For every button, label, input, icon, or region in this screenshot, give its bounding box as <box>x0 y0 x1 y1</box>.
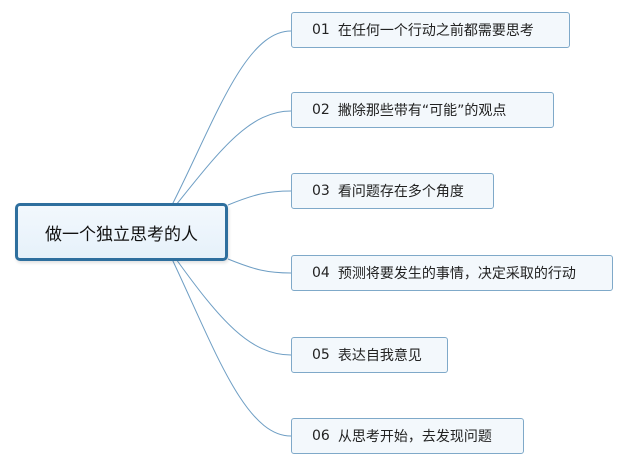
branch-node-03[interactable]: 03 看问题存在多个角度 <box>291 173 494 209</box>
branch-number: 03 <box>312 183 330 199</box>
central-topic-node[interactable]: 做一个独立思考的人 <box>15 203 228 261</box>
connector-01 <box>171 30 292 206</box>
branch-node-04[interactable]: 04 预测将要发生的事情，决定采取的行动 <box>291 255 613 291</box>
central-topic-label: 做一个独立思考的人 <box>45 224 198 245</box>
branch-number: 06 <box>312 428 330 444</box>
branch-node-05[interactable]: 05 表达自我意见 <box>291 337 448 373</box>
connector-03 <box>227 190 292 206</box>
branch-label: 看问题存在多个角度 <box>337 184 464 200</box>
branch-number: 01 <box>312 22 330 38</box>
branch-number: 05 <box>312 347 330 363</box>
branch-label: 撇除那些带有“可能”的观点 <box>337 103 507 119</box>
connector-04 <box>227 258 292 274</box>
connector-06 <box>171 258 292 437</box>
branch-label: 表达自我意见 <box>337 348 422 364</box>
branch-node-01[interactable]: 01 在任何一个行动之前都需要思考 <box>291 12 570 48</box>
branch-label: 预测将要发生的事情，决定采取的行动 <box>337 266 576 282</box>
connector-02 <box>175 110 292 206</box>
branch-number: 04 <box>312 265 330 281</box>
branch-node-06[interactable]: 06 从思考开始，去发现问题 <box>291 418 524 454</box>
connector-05 <box>175 258 292 356</box>
branch-label: 在任何一个行动之前都需要思考 <box>337 23 534 39</box>
branch-label: 从思考开始，去发现问题 <box>337 429 492 445</box>
branch-number: 02 <box>312 102 330 118</box>
branch-node-02[interactable]: 02 撇除那些带有“可能”的观点 <box>291 92 554 128</box>
